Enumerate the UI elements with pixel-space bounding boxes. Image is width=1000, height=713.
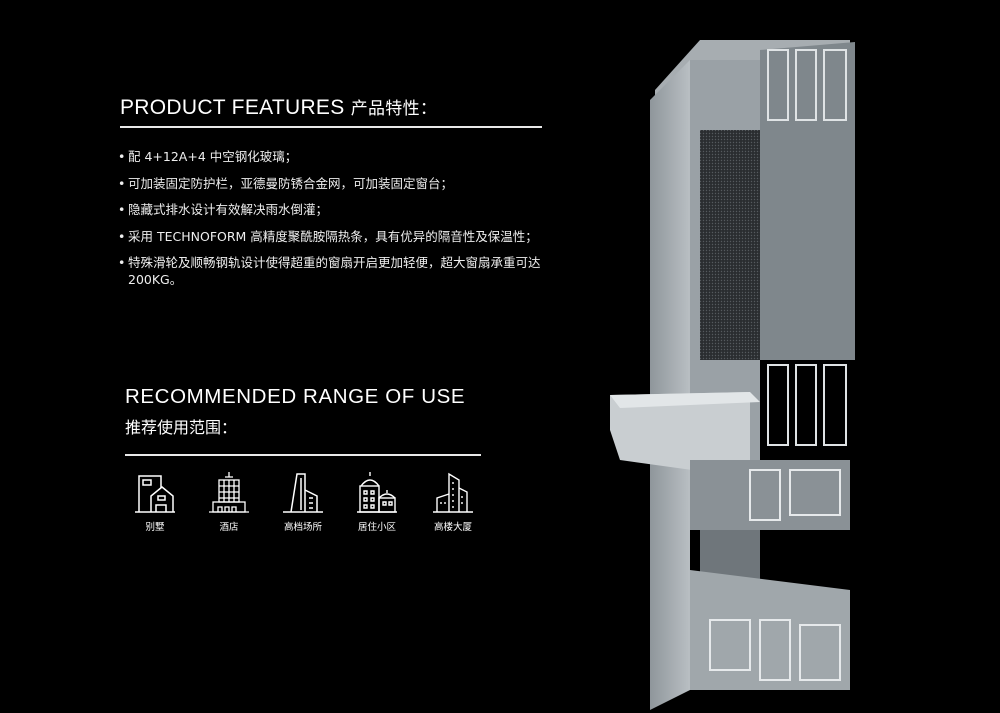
features-title-en: PRODUCT FEATURES: [120, 96, 345, 119]
use-label: 别墅: [145, 522, 165, 533]
feature-list: 配 4+12A+4 中空钢化玻璃； 可加装固定防护栏，亚德曼防锈合金网，可加装固…: [118, 148, 548, 298]
use-upscale: 高档场所: [266, 470, 340, 533]
use-label: 高档场所: [283, 522, 322, 533]
feature-item: 采用 TECHNOFORM 高精度聚酰胺隔热条，具有优异的隔音性及保温性；: [118, 228, 548, 245]
feature-item: 配 4+12A+4 中空钢化玻璃；: [118, 148, 548, 165]
features-title-cn: 产品特性：: [350, 99, 438, 119]
upscale-venue-icon: [283, 473, 323, 513]
use-residential: 居住小区: [340, 470, 414, 533]
product-features-heading: PRODUCT FEATURES 产品特性：: [120, 94, 437, 120]
feature-item: 特殊滑轮及顺畅钢轨设计使得超重的窗扇开启更加轻便，超大窗扇承重可达 200KG。: [118, 254, 548, 288]
use-villa: 别墅: [118, 470, 192, 533]
use-label: 高楼大厦: [433, 522, 472, 533]
use-label: 酒店: [219, 522, 239, 533]
hotel-icon: [209, 472, 249, 513]
range-title-en: RECOMMENDED RANGE OF USE: [125, 385, 466, 408]
use-hotel: 酒店: [192, 470, 266, 533]
range-title-cn: 推荐使用范围：: [125, 418, 238, 437]
villa-icon: [135, 475, 175, 513]
use-label: 居住小区: [357, 522, 396, 533]
range-divider: [125, 454, 481, 456]
window-profile-image: [610, 40, 855, 710]
feature-item: 隐藏式排水设计有效解决雨水倒灌；: [118, 201, 548, 218]
residential-icon: [357, 472, 397, 513]
use-skyscraper: 高楼大厦: [416, 470, 490, 533]
use-cases: 别墅 酒店 高档场所 居住小区 高楼大厦: [118, 470, 498, 540]
feature-item: 可加装固定防护栏，亚德曼防锈合金网，可加装固定窗台；: [118, 175, 548, 192]
skyscraper-icon: [433, 472, 473, 513]
features-divider: [120, 126, 542, 128]
